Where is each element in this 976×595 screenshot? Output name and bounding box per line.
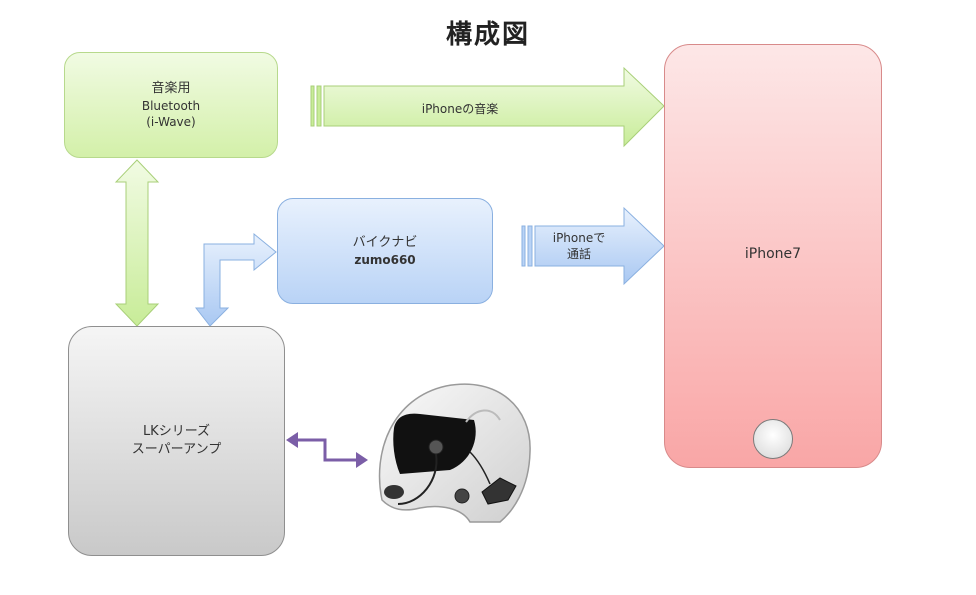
call-label-line2: 通話: [566, 247, 591, 262]
lk-line2: スーパーアンプ: [131, 442, 222, 457]
bluetooth-node: 音楽用 Bluetooth (i-Wave): [64, 52, 278, 158]
helmet-image: [378, 383, 531, 523]
diagram-title: 構成図: [445, 20, 530, 50]
call-arrow: [521, 206, 665, 286]
lk-amp-node: LKシリーズ スーパーアンプ: [68, 326, 285, 556]
navi-node: バイクナビ zumo660: [277, 198, 493, 304]
iphone-label: iPhone7: [744, 246, 802, 262]
music-arrow: [310, 66, 665, 148]
call-label-line1: iPhoneで: [552, 231, 606, 245]
iphone-node: iPhone7: [664, 44, 882, 468]
bluetooth-line1: 音楽用: [151, 81, 191, 97]
lk-helmet-connector: [286, 432, 368, 468]
bluetooth-line2: Bluetooth: [141, 98, 201, 113]
lk-navi-elbow-arrow: [194, 232, 277, 327]
bluetooth-lk-double-arrow: [114, 159, 160, 327]
navi-line1: バイクナビ: [352, 235, 418, 251]
navi-line2: zumo660: [354, 252, 416, 267]
bluetooth-line3: (i-Wave): [146, 114, 196, 129]
call-arrow-label: iPhoneで 通話: [548, 230, 610, 262]
home-button-icon: [753, 419, 793, 459]
music-arrow-label: iPhoneの音楽: [421, 102, 499, 116]
lk-line1: LKシリーズ: [142, 424, 211, 440]
